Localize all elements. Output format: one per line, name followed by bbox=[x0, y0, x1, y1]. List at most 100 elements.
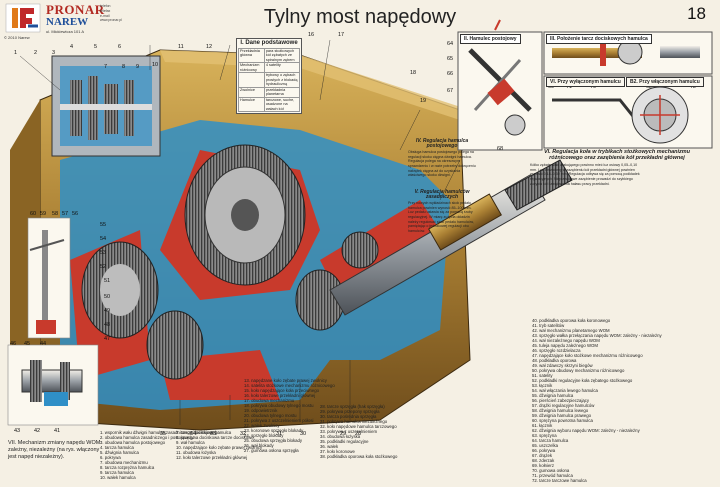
svg-text:59: 59 bbox=[40, 211, 46, 217]
lever-inset bbox=[27, 217, 71, 339]
legend-item: 37. koło koronowe bbox=[320, 449, 355, 454]
svg-text:65: 65 bbox=[447, 56, 453, 62]
legend-item: 24. sprzęgło blokady bbox=[244, 433, 284, 438]
section-main-brake-adjust: V. Regulacja hamulców zasadniczych Przy … bbox=[408, 189, 476, 233]
leader-lines bbox=[19, 39, 461, 425]
legend-item: 66. pokrywa bbox=[532, 448, 556, 453]
svg-text:71: 71 bbox=[566, 84, 572, 90]
legend-item: 8. tarcza rozprężna hamulca bbox=[100, 465, 155, 470]
spec-key: Przekładnia główna bbox=[238, 47, 265, 63]
legend-item: 64. tarcza hamulca bbox=[532, 438, 569, 443]
section-title: VI. Regulacja koła w trybikach stożkowyc… bbox=[543, 149, 691, 161]
svg-text:58: 58 bbox=[52, 211, 58, 217]
legend-item: 35. podkładki regulacyjne bbox=[320, 439, 369, 444]
svg-text:57: 57 bbox=[62, 211, 68, 217]
svg-text:7: 7 bbox=[104, 64, 107, 70]
section-text: Obsługa hamulca postojowego polega na re… bbox=[408, 150, 476, 178]
legend-item: 17. obudowa mechanizmu bbox=[244, 398, 295, 403]
legend-item: 57. drążki regulacyjne hamulców bbox=[532, 403, 595, 408]
svg-text:33: 33 bbox=[210, 431, 216, 437]
legend-item: 67. drążek bbox=[532, 453, 553, 458]
panel-label-brake-on: B2. Przy włączonym hamulcu bbox=[626, 77, 704, 87]
legend-item: 1. wspornik wału dźwigni hamulca zasadni… bbox=[100, 430, 220, 435]
svg-text:41: 41 bbox=[54, 428, 60, 434]
legend-item: 50. pokrywa obudowy mechanizmu różnicowe… bbox=[532, 368, 625, 373]
address-line: ul. Mickiewicza 101 A bbox=[46, 29, 85, 34]
svg-text:60: 60 bbox=[30, 211, 36, 217]
section-title: V. Regulacja hamulców zasadniczych bbox=[414, 189, 470, 200]
legend-item: 16. koło talerzowe przekładni głównej bbox=[244, 393, 316, 398]
svg-text:51: 51 bbox=[104, 278, 110, 284]
legend-item: 22. wałek zwolnicy bbox=[244, 423, 280, 428]
legend-item: 48. podkładka oporowa bbox=[532, 358, 577, 363]
spec-value: trybowy o zębach prostych z blokadą hydr… bbox=[263, 72, 301, 88]
svg-text:11: 11 bbox=[178, 44, 184, 50]
svg-text:32: 32 bbox=[240, 431, 246, 437]
legend-column-1: 1. wspornik wału dźwigni hamulca zasadni… bbox=[100, 430, 220, 480]
legend-item: 54. wał włączania lewego hamulca bbox=[532, 388, 598, 393]
legend-item: 30. tarcza pośrednia sprzęgła bbox=[320, 414, 377, 419]
svg-text:42: 42 bbox=[34, 428, 40, 434]
svg-text:2: 2 bbox=[34, 50, 37, 56]
legend-item: 26. wał blokady bbox=[244, 443, 274, 448]
legend-item: 8. sprężyna dociskowa tarcze dociskowe bbox=[176, 435, 254, 440]
spec-value: para stożkowych kół zębatych ze spiralny… bbox=[263, 47, 301, 63]
svg-text:28: 28 bbox=[355, 431, 361, 437]
legend-item: 20. obudowa tylnego mostu bbox=[244, 413, 297, 418]
svg-text:31: 31 bbox=[276, 431, 282, 437]
pronar-logo-icon bbox=[5, 3, 41, 33]
contact-line: telefon bbox=[100, 4, 111, 8]
legend-item: 45. tuleja napędu zależnego WOM bbox=[532, 343, 598, 348]
legend-item: 71. przewód hamulca bbox=[532, 473, 573, 478]
basic-data-title: I. Dane podstawowe bbox=[240, 40, 298, 46]
legend-item: 9. wał hamulca bbox=[176, 440, 205, 445]
svg-text:8: 8 bbox=[122, 64, 125, 70]
svg-text:17: 17 bbox=[338, 32, 344, 38]
brand-name: PRONAR bbox=[46, 2, 105, 17]
parking-brake-inset bbox=[457, 19, 543, 151]
svg-text:9: 9 bbox=[136, 64, 139, 70]
section-gear-mesh-adjust: VI. Regulacja koła w trybikach stożkowyc… bbox=[530, 149, 704, 186]
legend-item: 31. pokrywa hamulca niezależnego bbox=[320, 419, 388, 424]
svg-text:69: 69 bbox=[548, 84, 554, 90]
legend-item: 72. tarcze tarczowe hamulca bbox=[532, 478, 587, 483]
wom-caption: VII. Mechanizm zmiany napędu WOM: zależn… bbox=[8, 440, 102, 460]
panel-label-pressure-plates: III. Położenie tarcz dociskowych hamulca bbox=[546, 34, 652, 44]
wom-inset bbox=[7, 344, 99, 426]
legend-item: 58. dźwignia hamulca lewego bbox=[532, 408, 589, 413]
spec-value: tarczowe, suche, osadzone na wałach kół bbox=[263, 96, 301, 112]
output-shaft bbox=[329, 159, 573, 316]
spec-value: przekładnia planetarna bbox=[263, 86, 301, 98]
legend-item: 40. podkładka oporowa koła koronowego bbox=[532, 318, 611, 323]
svg-text:72: 72 bbox=[690, 84, 696, 90]
page-title: Tylny most napędowy bbox=[263, 6, 457, 28]
svg-text:55: 55 bbox=[100, 222, 106, 228]
legend-item: 4. tarcza hamulca bbox=[100, 445, 134, 450]
page-number: 18 bbox=[687, 4, 706, 23]
legend-item: 13. napędzane koło zębate prawej zwolnic… bbox=[244, 378, 327, 383]
svg-text:34: 34 bbox=[190, 431, 196, 437]
legend-item: 68. zderzak bbox=[532, 458, 555, 463]
svg-text:48: 48 bbox=[104, 322, 110, 328]
legend-column-3: 13. napędzane koło zębate prawej zwolnic… bbox=[244, 378, 335, 453]
legend-item: 51. satelity bbox=[532, 373, 553, 378]
legend-item: 61. łącznik bbox=[532, 423, 553, 428]
legend-item: 12. koło talerzowe przekładni głównej bbox=[176, 455, 248, 460]
legend-item: 28. tarcze sprzęgła (hak sprzęgła) bbox=[320, 404, 385, 409]
svg-text:47: 47 bbox=[104, 336, 110, 342]
legend-item: 69. kołnierz bbox=[532, 463, 554, 468]
legend-column-4: 28. tarcze sprzęgła (hak sprzęgła)29. po… bbox=[320, 404, 397, 459]
section-text: Przy nowych wykładzinach skok pedału ham… bbox=[408, 201, 474, 233]
legend-item: 55. dźwignia hamulca bbox=[532, 393, 574, 398]
legend-item: 21. pokrywa z uszczelnieniem półosi bbox=[244, 418, 314, 423]
legend-item: 52. podkładki regulacyjne koła zębatego … bbox=[532, 378, 633, 383]
legend-item: 47. napędzające koło stożkowe mechanizmu… bbox=[532, 353, 643, 358]
legend-item: 15. koło napędzające koła przeciwnego bbox=[244, 388, 320, 393]
